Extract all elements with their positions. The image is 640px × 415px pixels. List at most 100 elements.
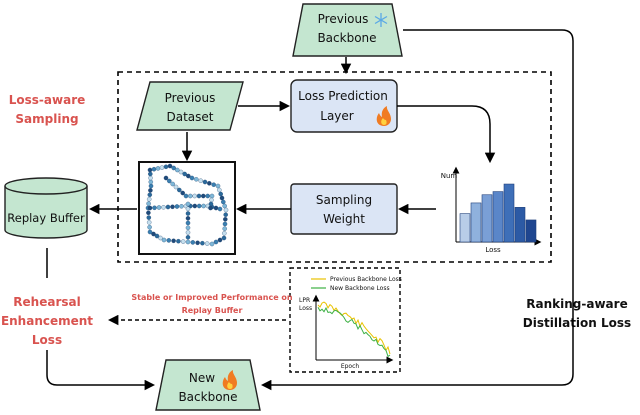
loss-aware-sampling-label-1: Loss-aware bbox=[9, 93, 86, 107]
sample-point bbox=[218, 191, 223, 197]
histogram-bar bbox=[470, 202, 482, 243]
sample-point bbox=[222, 221, 228, 227]
sample-point bbox=[147, 167, 153, 173]
sample-point bbox=[196, 203, 202, 209]
sample-point bbox=[151, 166, 157, 172]
sample-point bbox=[154, 233, 160, 239]
sample-point bbox=[195, 240, 200, 246]
histogram-bar bbox=[525, 219, 537, 243]
sample-point bbox=[161, 205, 166, 210]
loss-prediction-label-2: Layer bbox=[320, 109, 354, 123]
sample-point bbox=[180, 190, 185, 196]
sample-point bbox=[223, 212, 228, 217]
sample-point bbox=[219, 195, 225, 201]
snowflake-icon bbox=[374, 13, 388, 27]
loss-chart-ylabel-2: Loss bbox=[299, 305, 312, 312]
sample-point bbox=[161, 237, 167, 243]
sample-point bbox=[205, 193, 210, 199]
sample-point bbox=[208, 205, 213, 211]
sample-point bbox=[201, 193, 206, 199]
sample-point bbox=[213, 239, 219, 245]
legend-previous-loss: Previous Backbone Loss bbox=[330, 276, 402, 283]
sample-point bbox=[188, 193, 193, 199]
sample-point bbox=[174, 204, 180, 209]
sample-point bbox=[185, 230, 191, 235]
sample-point bbox=[170, 181, 175, 187]
sample-point bbox=[165, 204, 171, 210]
loss-prediction-label-1: Loss Prediction bbox=[298, 89, 388, 103]
sample-point bbox=[178, 169, 184, 175]
sample-point bbox=[152, 205, 157, 211]
connector-arrows bbox=[46, 29, 574, 391]
histogram-bar bbox=[492, 191, 504, 243]
replay-buffer-label: Replay Buffer bbox=[7, 211, 85, 225]
sample-point bbox=[211, 182, 216, 187]
sample-point bbox=[192, 203, 198, 209]
loss-aware-sampling-region bbox=[117, 71, 552, 263]
rehearsal-label-2: Enhancement bbox=[1, 314, 93, 328]
sampling-weight-label-2: Weight bbox=[323, 212, 365, 226]
ranking-aware-label-2: Distillation Loss bbox=[523, 316, 631, 330]
previous-backbone-node: Previous Backbone bbox=[292, 3, 403, 57]
sample-point bbox=[146, 201, 151, 206]
sample-point bbox=[221, 235, 227, 241]
histogram-bar bbox=[503, 183, 515, 243]
sample-point bbox=[190, 240, 196, 245]
sample-point bbox=[185, 201, 191, 207]
sample-point bbox=[221, 199, 226, 205]
sample-point bbox=[163, 164, 169, 170]
sample-point bbox=[201, 203, 206, 209]
sample-point bbox=[167, 163, 173, 169]
sample-point bbox=[198, 178, 203, 183]
previous-dataset-label-1: Previous bbox=[165, 91, 216, 105]
sample-point bbox=[173, 184, 179, 190]
sample-point bbox=[217, 206, 223, 212]
sample-point bbox=[147, 192, 153, 198]
sample-point bbox=[223, 207, 229, 213]
new-backbone-loss-line bbox=[317, 306, 391, 358]
sample-point bbox=[147, 229, 153, 235]
sample-point bbox=[209, 197, 214, 203]
sample-point bbox=[155, 166, 161, 171]
previous-backbone-loss-line bbox=[317, 301, 391, 355]
sample-point bbox=[146, 210, 151, 216]
sample-point bbox=[222, 226, 227, 231]
sample-point bbox=[186, 173, 191, 179]
sample-point bbox=[163, 175, 169, 181]
sample-point bbox=[196, 193, 202, 199]
sample-point bbox=[217, 187, 222, 193]
sample-point bbox=[179, 204, 184, 209]
replay-buffer-node: Replay Buffer bbox=[4, 177, 88, 239]
rehearsal-label-3: Loss bbox=[32, 333, 62, 347]
sample-point bbox=[159, 165, 165, 170]
new-backbone-label-2: Backbone bbox=[178, 390, 237, 404]
sample-point bbox=[156, 205, 162, 210]
sample-point bbox=[171, 238, 176, 244]
sample-point bbox=[200, 240, 205, 246]
previous-backbone-label-1: Previous bbox=[318, 12, 369, 26]
sample-point bbox=[194, 177, 199, 182]
sample-point bbox=[185, 220, 191, 226]
sample-point bbox=[222, 231, 227, 236]
ranking-aware-label-1: Ranking-aware bbox=[526, 297, 627, 311]
sample-point bbox=[148, 171, 153, 177]
sample-point bbox=[148, 183, 154, 189]
sample-point bbox=[146, 215, 152, 220]
sample-point bbox=[185, 216, 191, 221]
new-backbone-label-1: New bbox=[189, 371, 215, 385]
loss-chart-xlabel: Epoch bbox=[341, 363, 360, 370]
sample-point bbox=[223, 217, 228, 222]
loss-chart-ylabel-1: LPR bbox=[299, 297, 310, 304]
sample-point bbox=[204, 241, 210, 246]
sample-point bbox=[209, 241, 215, 247]
sample-point bbox=[167, 178, 172, 184]
loss-prediction-layer-node: Loss Prediction Layer bbox=[290, 79, 398, 133]
sample-point bbox=[185, 211, 191, 216]
fire-icon bbox=[376, 106, 391, 126]
sample-point bbox=[146, 196, 152, 202]
histogram-bar bbox=[481, 194, 493, 243]
sample-point bbox=[147, 224, 152, 230]
sample-point bbox=[222, 203, 227, 209]
histogram-ylabel: Num bbox=[441, 172, 458, 180]
